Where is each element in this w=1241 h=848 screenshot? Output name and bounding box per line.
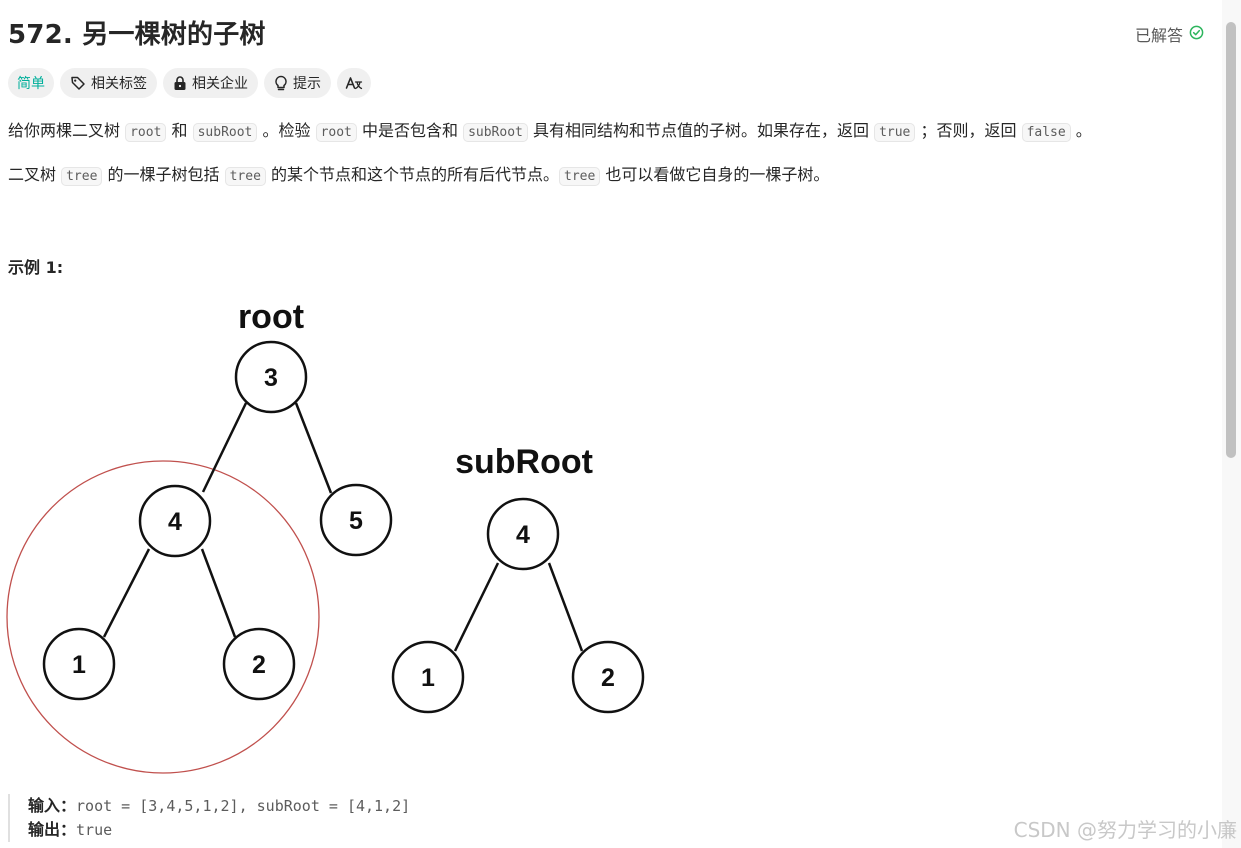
code-tree: tree — [224, 167, 266, 186]
vertical-scrollbar[interactable] — [1222, 0, 1241, 848]
text-fragment: 的一棵子树包括 — [102, 165, 225, 184]
related-companies-button[interactable]: 相关企业 — [163, 68, 258, 98]
code-root: root — [315, 123, 357, 142]
input-value: root = [3,4,5,1,2], subRoot = [4,1,2] — [76, 797, 411, 815]
example-input: 输入：root = [3,4,5,1,2], subRoot = [4,1,2] — [28, 794, 410, 818]
text-fragment: ；否则，返回 — [915, 121, 1022, 140]
tree-edge — [294, 402, 333, 494]
code-false: false — [1021, 123, 1071, 142]
node-value: 2 — [601, 664, 615, 692]
text-fragment: 也可以看做它自身的一棵子树。 — [600, 165, 830, 184]
text-fragment: 的某个节点和这个节点的所有后代节点。 — [265, 165, 559, 184]
text-fragment: 中是否包含和 — [356, 121, 464, 140]
tree-node: 1 — [42, 627, 116, 701]
translate-icon — [345, 75, 363, 91]
problem-title: 572. 另一棵树的子树 — [8, 20, 266, 50]
tree-node: 4 — [138, 484, 212, 558]
node-value: 4 — [168, 508, 182, 536]
code-root: root — [125, 123, 167, 142]
tree-node: 1 — [391, 640, 465, 714]
code-true: true — [874, 123, 916, 142]
tree-edge — [453, 562, 500, 652]
tree-edge — [102, 548, 151, 638]
scrollbar-thumb[interactable] — [1226, 22, 1236, 458]
code-tree: tree — [61, 167, 103, 186]
root-label: root — [238, 298, 304, 336]
node-value: 1 — [421, 664, 435, 692]
output-value: true — [76, 821, 113, 839]
related-tags-label: 相关标签 — [91, 76, 147, 92]
node-value: 2 — [252, 651, 266, 679]
tag-icon — [70, 75, 86, 91]
tree-node: 2 — [222, 627, 296, 701]
tree-node: 2 — [571, 640, 645, 714]
highlight-circle — [6, 460, 320, 774]
example-figure: root subRoot 3 4 5 1 2 4 1 — [6, 298, 645, 774]
tag-bar: 简单 相关标签 相关企业 — [8, 68, 371, 98]
solved-status: 已解答 — [1135, 22, 1204, 46]
node-value: 3 — [264, 364, 278, 392]
code-subroot: subRoot — [192, 123, 258, 142]
subroot-label: subRoot — [455, 443, 593, 481]
example-output: 输出：true — [28, 818, 410, 842]
node-value: 5 — [349, 507, 363, 535]
node-value: 4 — [516, 521, 530, 549]
tree-edge — [547, 562, 584, 652]
related-companies-label: 相关企业 — [192, 76, 248, 92]
example-io: 输入：root = [3,4,5,1,2], subRoot = [4,1,2]… — [8, 794, 410, 842]
code-subroot: subRoot — [463, 123, 528, 142]
difficulty-badge: 简单 — [8, 68, 54, 98]
output-label: 输出： — [28, 820, 77, 839]
example-title: 示例 1: — [8, 258, 64, 277]
check-circle-icon — [1189, 25, 1204, 44]
difficulty-label: 简单 — [17, 76, 45, 92]
tree-node: 4 — [486, 497, 560, 571]
tree-edge — [201, 402, 248, 493]
description-paragraph-1: 给你两棵二叉树 root 和 subRoot 。检验 root 中是否包含和 s… — [8, 120, 1092, 144]
input-label: 输入： — [28, 796, 77, 815]
tree-node: 3 — [234, 340, 308, 414]
lightbulb-icon — [274, 75, 288, 92]
tree-edge — [200, 548, 237, 638]
description-paragraph-2: 二叉树 tree 的一棵子树包括 tree 的某个节点和这个节点的所有后代节点。… — [8, 164, 829, 188]
node-value: 1 — [72, 651, 86, 679]
text-fragment: 。检验 — [257, 121, 316, 140]
text-fragment: 给你两棵二叉树 — [8, 121, 126, 140]
watermark: CSDN @努力学习的小廉 — [1013, 818, 1237, 842]
solved-label: 已解答 — [1134, 26, 1183, 45]
text-fragment: 。 — [1070, 121, 1092, 140]
tree-node: 5 — [319, 483, 393, 557]
text-fragment: 二叉树 — [8, 165, 62, 184]
text-fragment: 和 — [166, 121, 193, 140]
translate-button[interactable] — [337, 68, 371, 98]
hint-button[interactable]: 提示 — [264, 68, 331, 98]
related-tags-button[interactable]: 相关标签 — [60, 68, 157, 98]
lock-icon — [173, 75, 187, 91]
text-fragment: 具有相同结构和节点值的子树。如果存在，返回 — [527, 121, 875, 140]
hint-label: 提示 — [293, 76, 321, 92]
code-tree: tree — [559, 167, 601, 186]
